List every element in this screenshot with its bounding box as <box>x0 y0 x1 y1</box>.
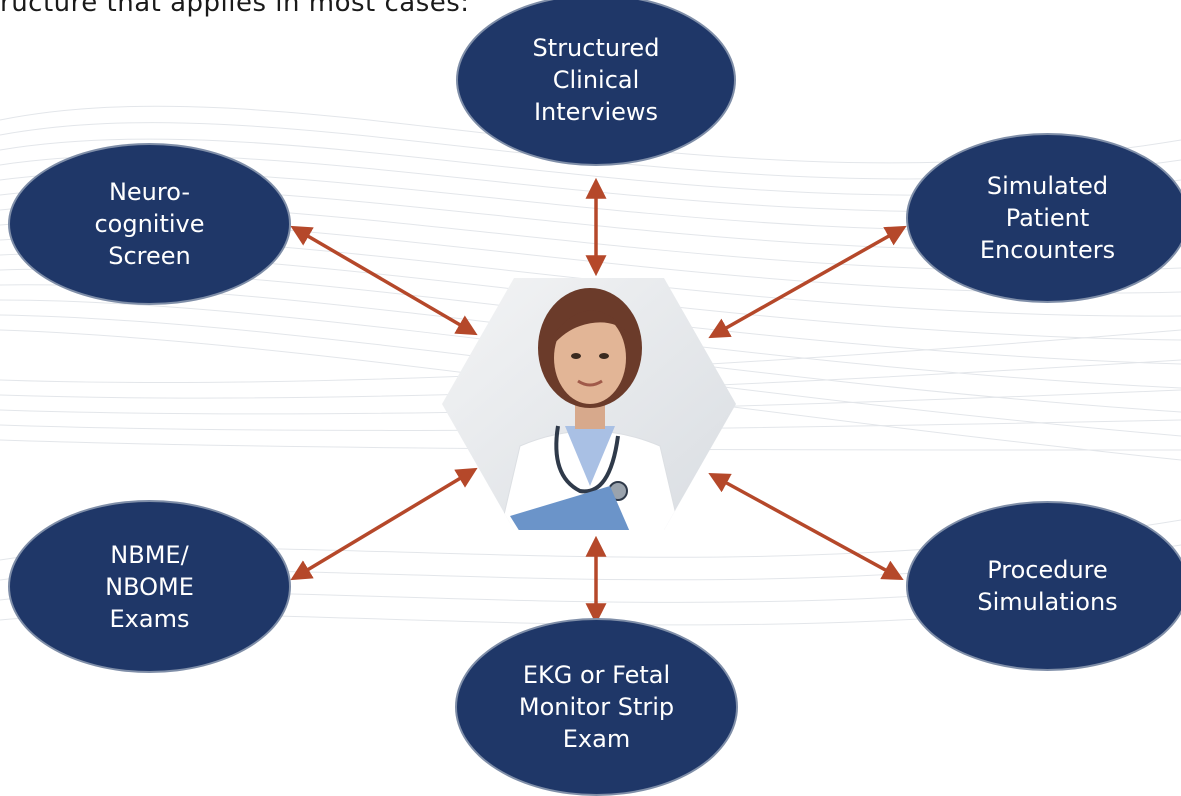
doctor-photo <box>440 276 738 532</box>
node-simulated-patient-encounters: Simulated Patient Encounters <box>906 133 1181 303</box>
node-procedure-simulations: Procedure Simulations <box>906 501 1181 671</box>
node-label: EKG or Fetal Monitor Strip Exam <box>518 661 675 753</box>
node-label: Structured Clinical Interviews <box>532 34 660 126</box>
intro-text: ructure that applies in most cases: <box>0 0 470 18</box>
node-nbme-nbome-exams: NBME/ NBOME Exams <box>8 500 291 673</box>
node-label: Neuro- cognitive Screen <box>94 178 205 270</box>
node-neurocognitive-screen: Neuro- cognitive Screen <box>8 143 291 305</box>
node-label: Simulated Patient Encounters <box>979 172 1116 264</box>
node-label: NBME/ NBOME Exams <box>105 540 194 633</box>
node-label: Procedure Simulations <box>977 556 1118 616</box>
node-ekg-fetal-monitor-strip-exam: EKG or Fetal Monitor Strip Exam <box>455 618 738 796</box>
node-structured-clinical-interviews: Structured Clinical Interviews <box>456 0 736 166</box>
